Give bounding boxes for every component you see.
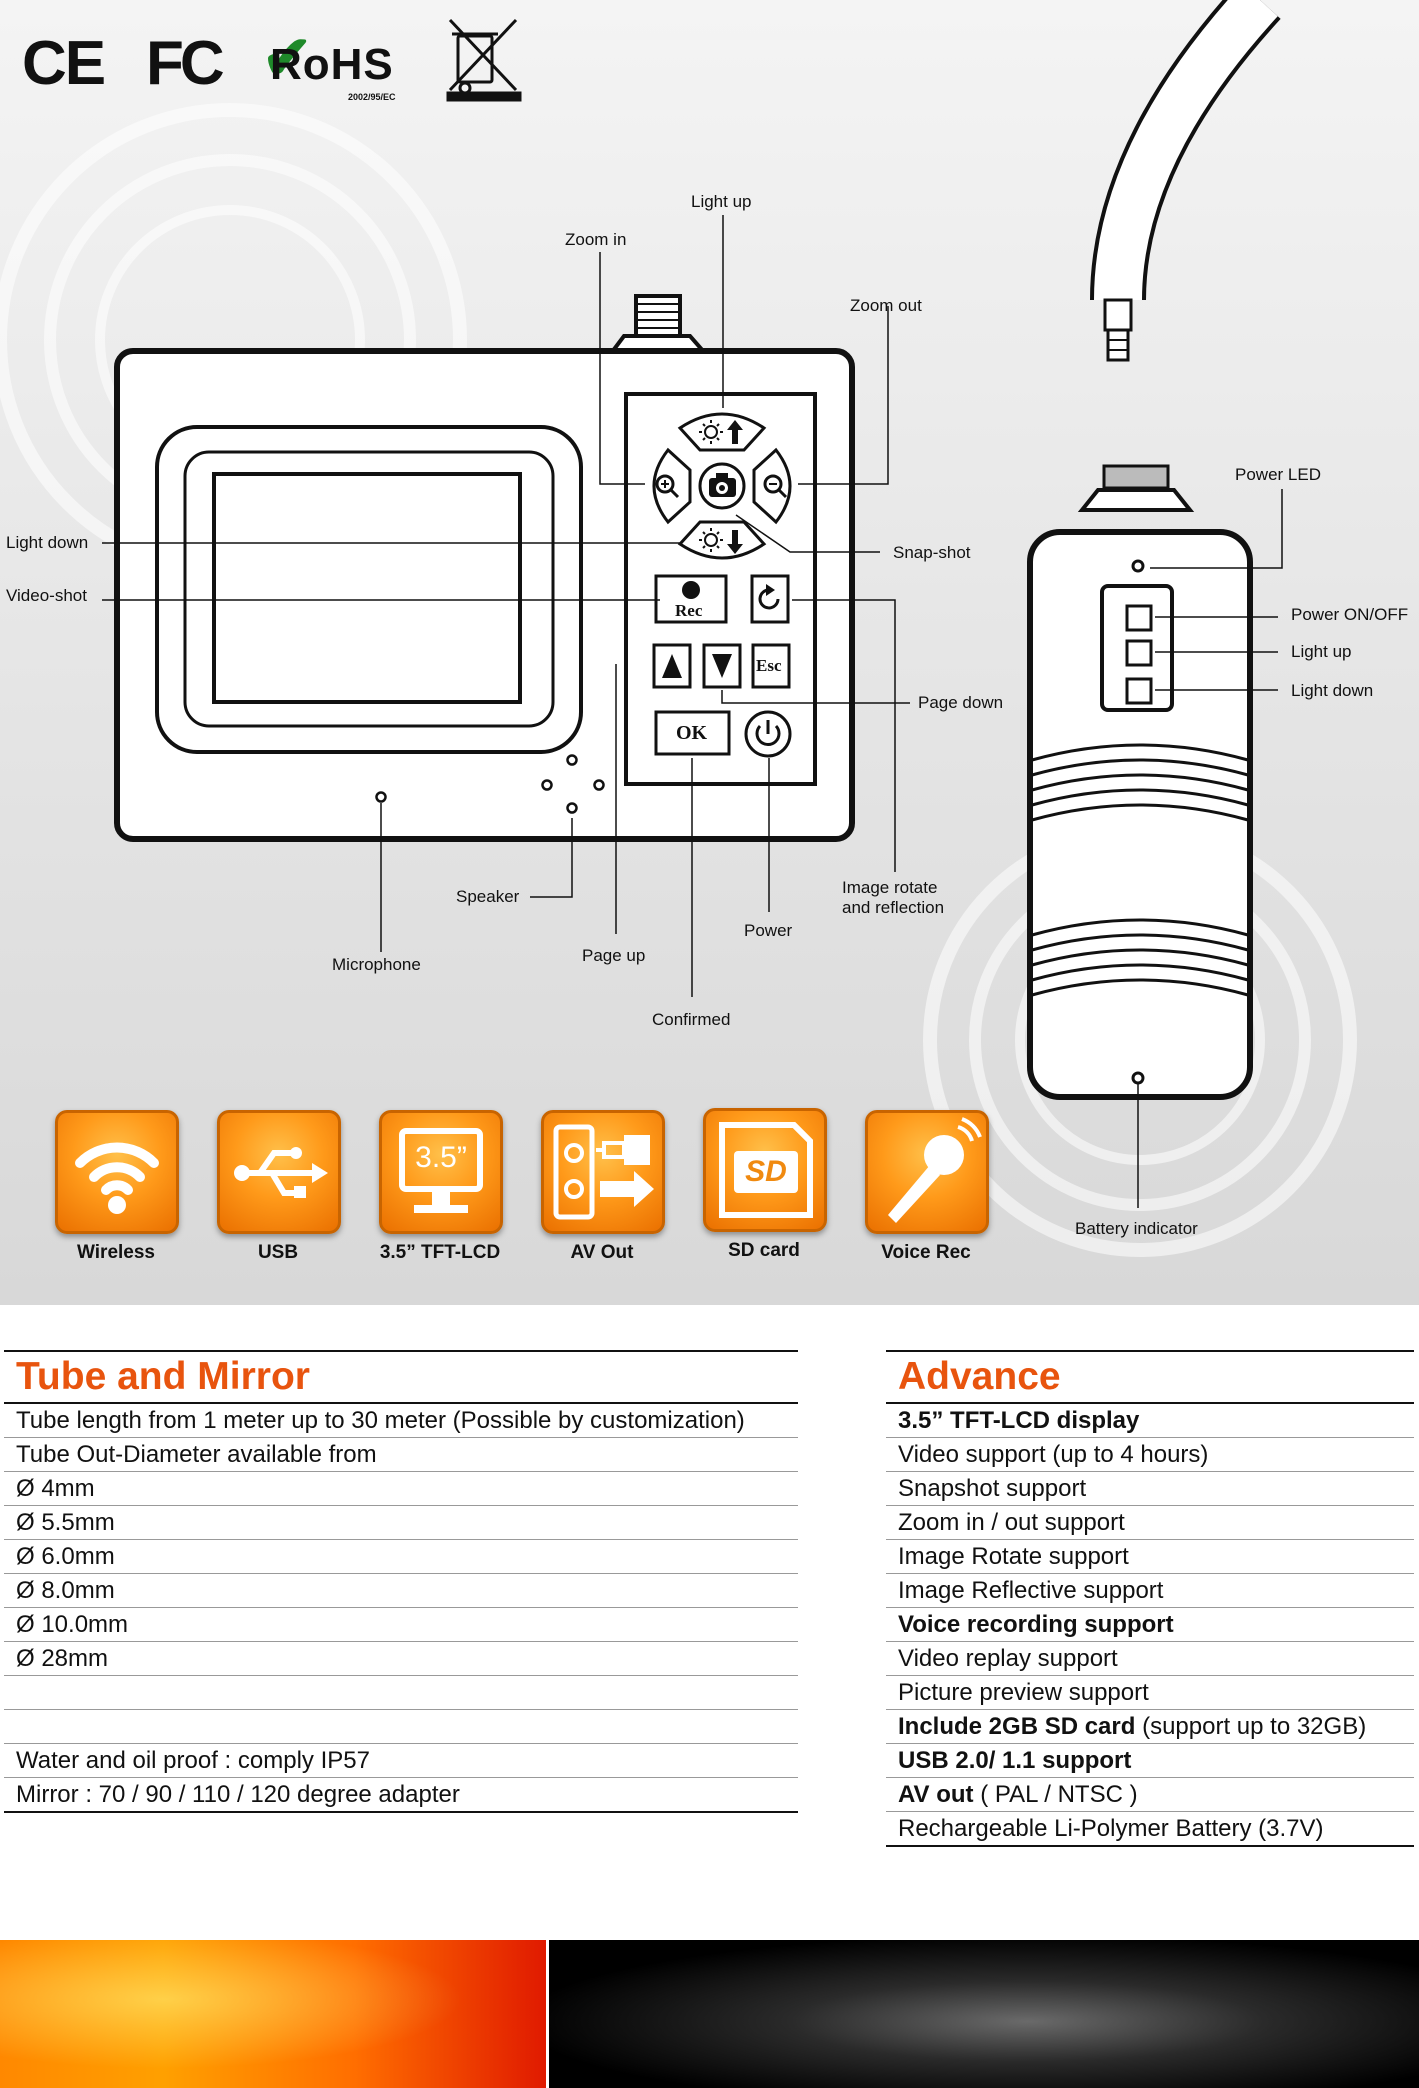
usb-icon xyxy=(217,1110,341,1234)
feature-tft-lcd: 3.5” 3.5” TFT-LCD xyxy=(379,1110,503,1264)
callout-microphone: Microphone xyxy=(332,955,421,974)
callout-confirmed: Confirmed xyxy=(652,1010,731,1029)
product-diagram: CE FC ✔ RoHS 2002/95/EC Rec Esc OK Light… xyxy=(0,0,1419,1305)
microphone-icon xyxy=(865,1110,989,1234)
spec-row: Image Rotate support xyxy=(886,1540,1414,1574)
feature-sd-card: SD SD card xyxy=(703,1108,827,1262)
feature-av-out: AV Out xyxy=(541,1110,665,1264)
feature-voice-rec: Voice Rec xyxy=(865,1110,989,1264)
callout-snap-shot: Snap-shot xyxy=(893,543,971,562)
callout-page-up: Page up xyxy=(582,946,646,965)
spec-row: Ø 10.0mm xyxy=(4,1608,798,1642)
camera-icon xyxy=(709,473,736,497)
section-title: Tube and Mirror xyxy=(4,1350,798,1404)
spec-row: Voice recording support xyxy=(886,1608,1414,1642)
callout-speaker: Speaker xyxy=(456,887,520,906)
leader-lines xyxy=(102,215,1283,1208)
advance-section: Advance 3.5” TFT-LCD display Video suppo… xyxy=(886,1350,1414,1847)
footer-orange-band xyxy=(0,1940,546,2088)
feature-label: USB xyxy=(257,1242,299,1263)
rohs-check-icon: ✔ xyxy=(262,24,313,91)
spec-row: Rechargeable Li-Polymer Battery (3.7V) xyxy=(886,1812,1414,1847)
spec-row: Tube Out-Diameter available from xyxy=(4,1438,798,1472)
callout-page-down: Page down xyxy=(918,693,1004,712)
ok-key-label: OK xyxy=(676,722,708,744)
spec-row: Water and oil proof : comply IP57 xyxy=(4,1744,798,1778)
callout-image-rotate: Image rotate and reflection xyxy=(842,878,945,917)
av-out-icon xyxy=(541,1110,665,1234)
sd-card-icon: SD xyxy=(703,1108,827,1232)
spec-row: Mirror : 70 / 90 / 110 / 120 degree adap… xyxy=(4,1778,798,1813)
spec-row xyxy=(4,1676,798,1710)
callout-light-up: Light up xyxy=(691,192,752,211)
zoom-in-icon xyxy=(655,474,680,499)
callout-power-led: Power LED xyxy=(1235,465,1321,484)
spec-row: Snapshot support xyxy=(886,1472,1414,1506)
callout-zoom-in: Zoom in xyxy=(565,230,627,249)
spec-row: Ø 28mm xyxy=(4,1642,798,1676)
feature-wireless: Wireless xyxy=(55,1110,179,1264)
spec-row: 3.5” TFT-LCD display xyxy=(886,1404,1414,1438)
light-up-icon xyxy=(699,420,743,444)
spec-row: Video replay support xyxy=(886,1642,1414,1676)
feature-label: AV Out xyxy=(570,1242,634,1263)
spec-row: Tube length from 1 meter up to 30 meter … xyxy=(4,1404,798,1438)
callout-video-shot: Video-shot xyxy=(6,586,87,605)
sd-card-text: SD xyxy=(745,1155,787,1188)
rec-key-label: Rec xyxy=(675,601,703,620)
callout-power-onoff: Power ON/OFF xyxy=(1291,605,1409,624)
feature-label: Voice Rec xyxy=(881,1242,971,1263)
rotate-icon xyxy=(758,584,780,610)
spec-row: USB 2.0/ 1.1 support xyxy=(886,1744,1414,1778)
footer-dark-band xyxy=(549,1940,1419,2088)
diagram-drawing xyxy=(102,0,1283,1208)
monitor-screen-text: 3.5” xyxy=(415,1141,467,1174)
feature-label: Wireless xyxy=(77,1242,155,1263)
tube-and-mirror-section: Tube and Mirror Tube length from 1 meter… xyxy=(4,1350,798,1813)
spec-row: Video support (up to 4 hours) xyxy=(886,1438,1414,1472)
spec-row: Ø 4mm xyxy=(4,1472,798,1506)
section-title: Advance xyxy=(886,1350,1414,1404)
monitor-icon: 3.5” xyxy=(379,1110,503,1234)
callout-light-up-2: Light up xyxy=(1291,642,1352,661)
power-icon xyxy=(755,720,781,746)
feature-label: SD card xyxy=(728,1240,800,1261)
spec-row: Include 2GB SD card (support up to 32GB) xyxy=(886,1710,1414,1744)
rohs-logo: ✔ RoHS 2002/95/EC xyxy=(262,24,396,103)
spec-row xyxy=(4,1710,798,1744)
weee-bin-icon xyxy=(446,18,522,102)
callout-battery-indicator: Battery indicator xyxy=(1075,1219,1198,1238)
callout-zoom-out: Zoom out xyxy=(850,296,922,315)
ce-logo: CE xyxy=(22,29,106,98)
fcc-logo: FC xyxy=(146,29,225,98)
feature-usb: USB xyxy=(217,1110,341,1264)
esc-key-label: Esc xyxy=(756,656,782,675)
wifi-icon xyxy=(55,1110,179,1234)
feature-label: 3.5” TFT-LCD xyxy=(379,1242,501,1263)
spec-row: Ø 8.0mm xyxy=(4,1574,798,1608)
spec-row: Ø 5.5mm xyxy=(4,1506,798,1540)
spec-row: Image Reflective support xyxy=(886,1574,1414,1608)
spec-row: Zoom in / out support xyxy=(886,1506,1414,1540)
callout-light-down: Light down xyxy=(6,533,89,552)
spec-row: AV out ( PAL / NTSC ) xyxy=(886,1778,1414,1812)
spec-row: Ø 6.0mm xyxy=(4,1540,798,1574)
callout-power: Power xyxy=(744,921,793,940)
zoom-out-icon xyxy=(763,474,788,499)
light-down-icon xyxy=(699,528,743,554)
callout-light-down-2: Light down xyxy=(1291,681,1374,700)
spec-row: Picture preview support xyxy=(886,1676,1414,1710)
